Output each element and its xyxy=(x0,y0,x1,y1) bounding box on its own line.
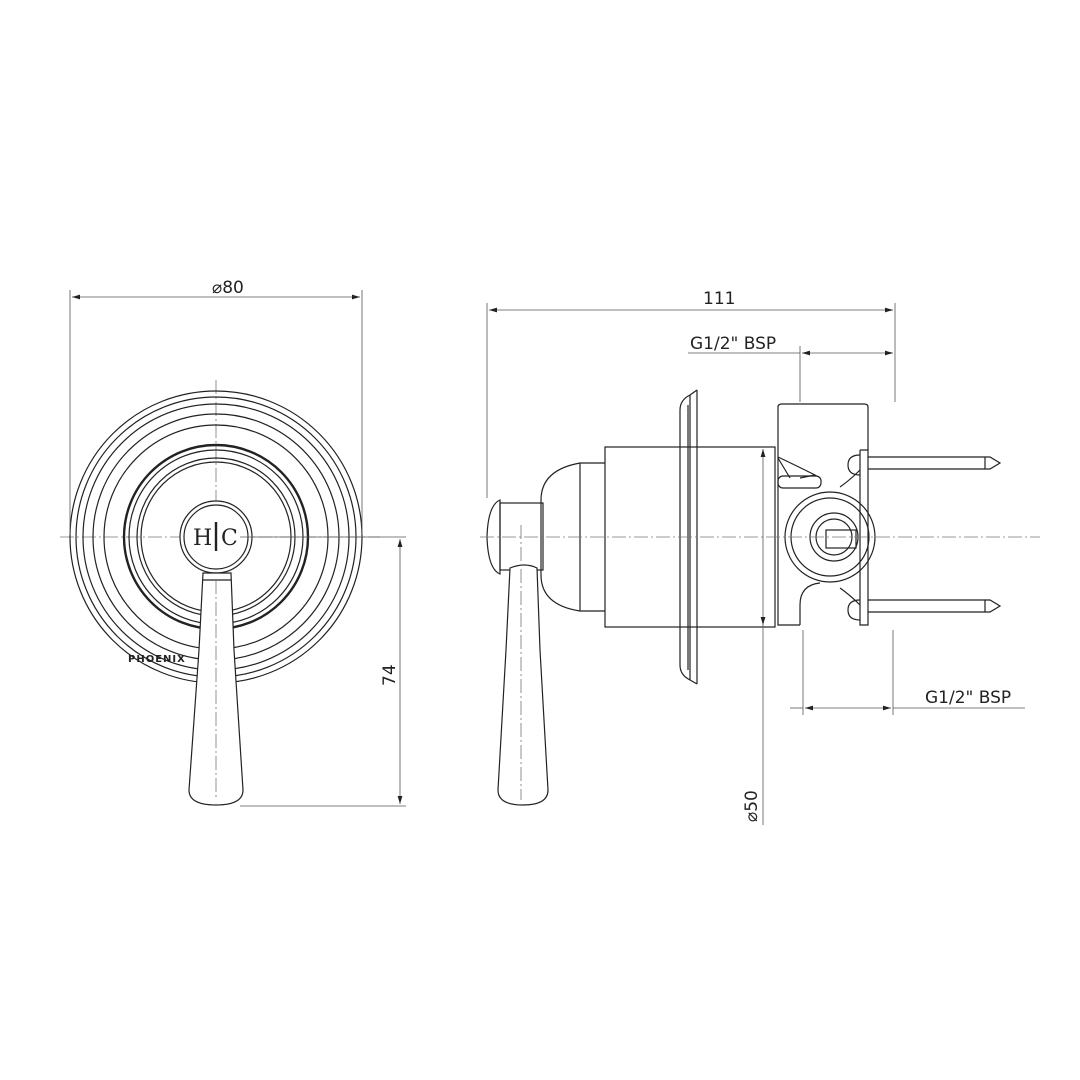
lever-handle-side xyxy=(497,564,549,806)
inlet-bottom-label: G1/2" BSP xyxy=(925,688,1011,708)
dimension-depth-111: 111 xyxy=(486,289,896,498)
diameter-50-label: ⌀50 xyxy=(742,790,762,822)
lever-handle-front xyxy=(188,572,244,806)
dimension-inlet-bottom: G1/2" BSP xyxy=(790,630,1025,715)
spindle-stem xyxy=(499,502,544,571)
mounting-pins xyxy=(868,456,1002,613)
inlet-top-label: G1/2" BSP xyxy=(690,334,776,354)
side-view: 111 G1/2" BSP G1/2" BSP ⌀50 xyxy=(480,289,1040,825)
hot-marking: H xyxy=(193,526,212,551)
depth-111-label: 111 xyxy=(703,289,735,309)
dimension-diameter-50: ⌀50 xyxy=(742,449,766,825)
dimension-inlet-top: G1/2" BSP xyxy=(688,334,893,402)
mixer-housing xyxy=(777,403,876,626)
front-view: H C PHOENIX ⌀80 74 xyxy=(60,278,406,807)
brand-mark: PHOENIX xyxy=(128,654,186,665)
height-74-label: 74 xyxy=(380,664,400,686)
dimension-diameter-80: ⌀80 xyxy=(69,278,363,535)
diameter-80-label: ⌀80 xyxy=(212,278,244,298)
cold-marking: C xyxy=(221,526,238,551)
dimension-height-74: 74 xyxy=(240,536,406,807)
